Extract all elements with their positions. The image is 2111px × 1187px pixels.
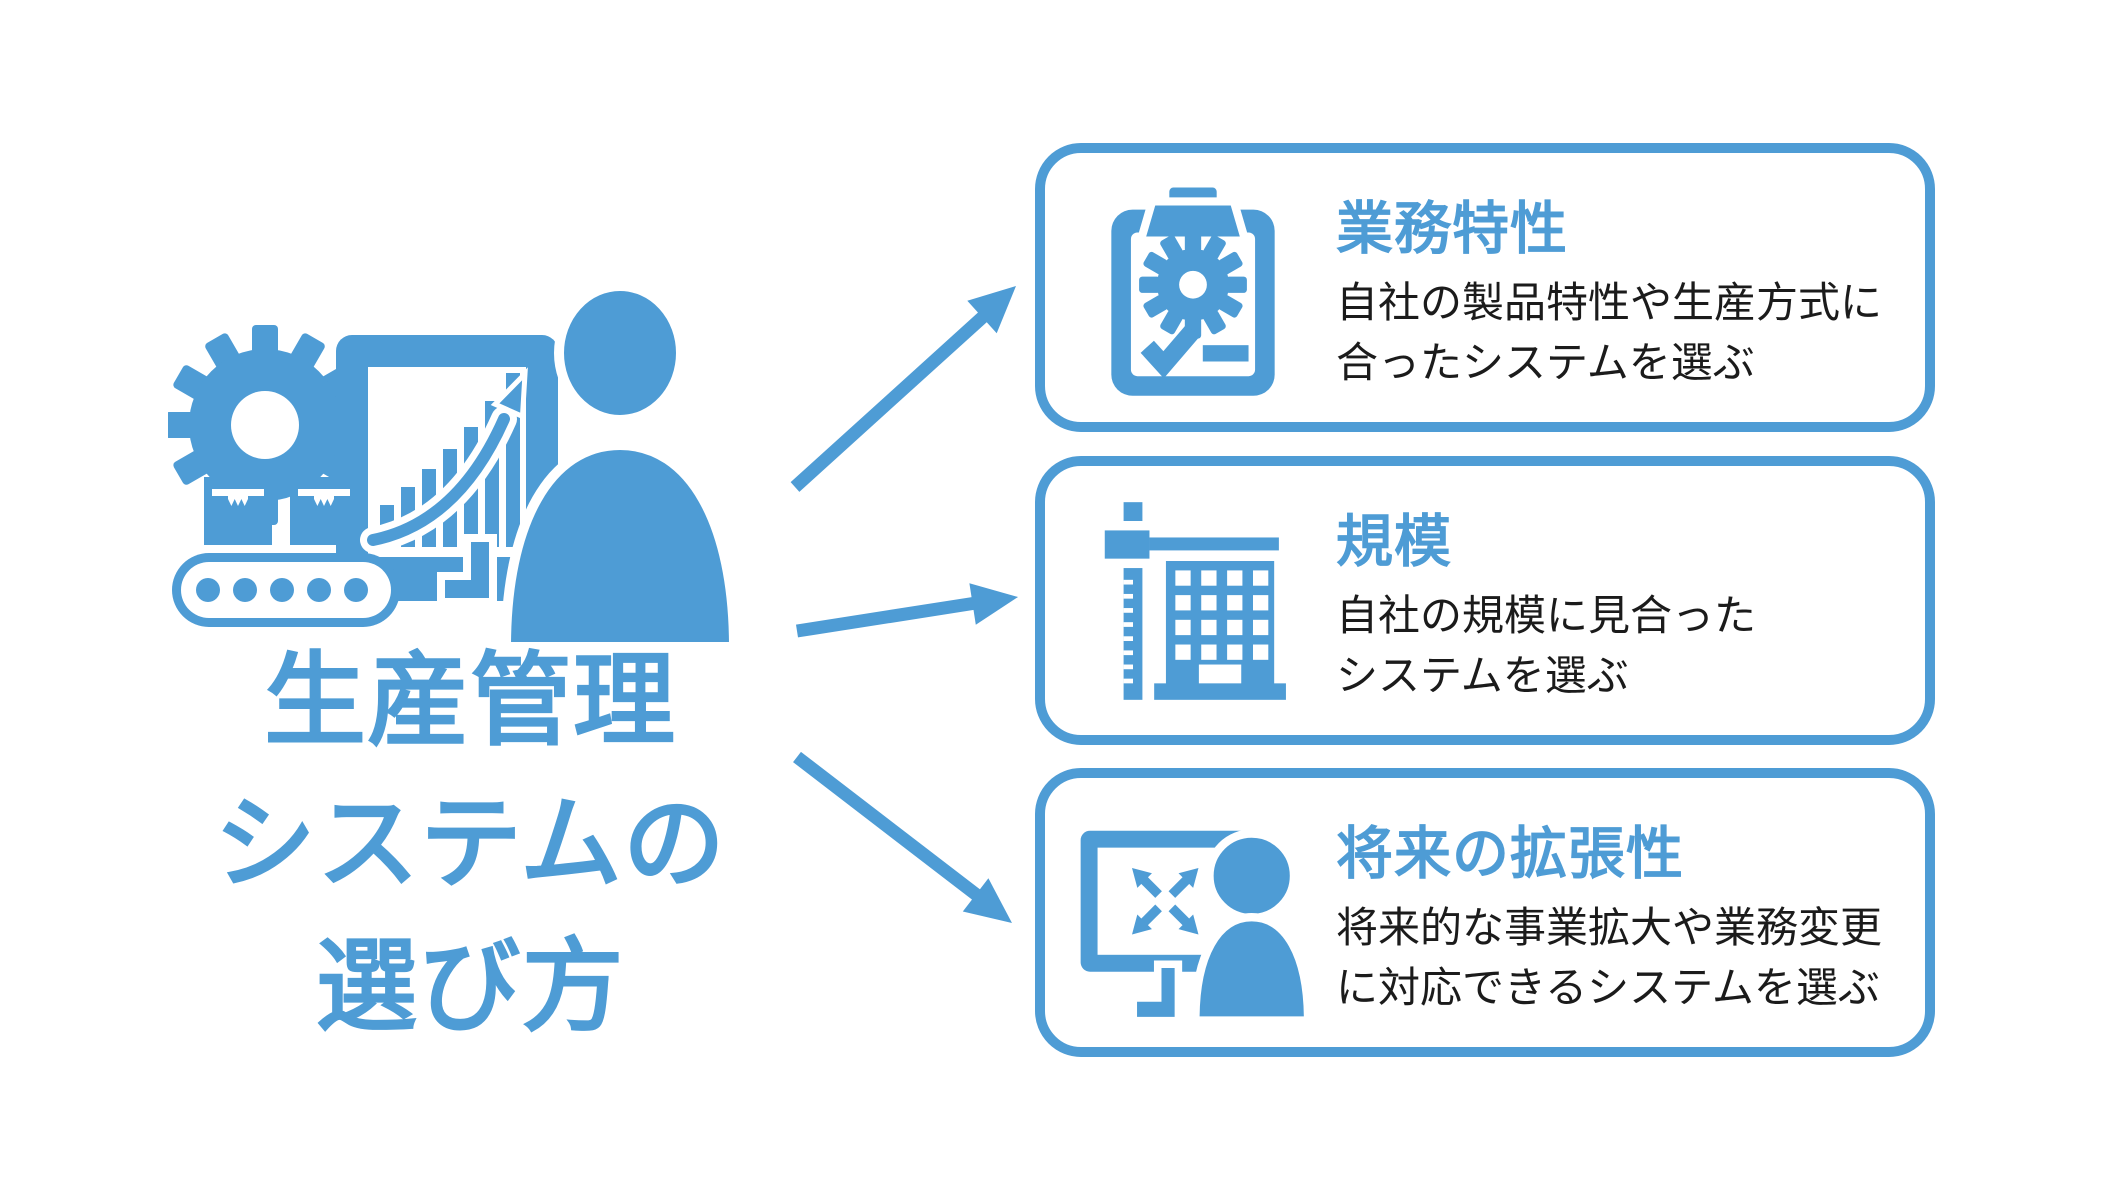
arrow-to-box-2	[795, 583, 1018, 638]
main-title-line: 選び方	[315, 929, 625, 1044]
building-scale-icon	[1075, 495, 1310, 707]
box-title: 規模	[1336, 509, 1452, 574]
option-box-business-characteristics: 業務特性 自社の製品特性や生産方式に 合ったシステムを選ぶ	[1035, 143, 1935, 432]
box-title: 将来の拡張性	[1336, 821, 1684, 886]
box-body: 将来的な事業拡大や業務変更 に対応できるシステムを選ぶ	[1336, 903, 1883, 1011]
conveyor-belt-icon	[172, 553, 400, 627]
main-title: 生産管理 システムの 選び方	[140, 630, 800, 1058]
arrow-to-box-1	[790, 286, 1016, 492]
package-boxes-icon	[204, 477, 358, 545]
production-line-monitor-person-illustration	[168, 281, 739, 645]
person-silhouette-icon	[501, 281, 739, 645]
main-title-line: システムの	[214, 786, 726, 901]
monitor-growth-chart-icon	[336, 335, 558, 601]
monitor-expand-person-icon	[1075, 802, 1310, 1023]
clipboard-gear-icon	[1075, 179, 1310, 396]
arrow-to-box-3	[793, 751, 1012, 923]
main-title-line: 生産管理	[264, 644, 676, 758]
box-title: 業務特性	[1336, 196, 1568, 261]
person-arm	[437, 534, 497, 606]
box-body: 自社の規模に見合った システムを選ぶ	[1336, 591, 1757, 699]
option-box-future-expandability: 将来の拡張性 将来的な事業拡大や業務変更 に対応できるシステムを選ぶ	[1035, 768, 1935, 1057]
box-body: 自社の製品特性や生産方式に 合ったシステムを選ぶ	[1336, 278, 1883, 386]
option-box-scale: 規模 自社の規模に見合った システムを選ぶ	[1035, 456, 1935, 745]
